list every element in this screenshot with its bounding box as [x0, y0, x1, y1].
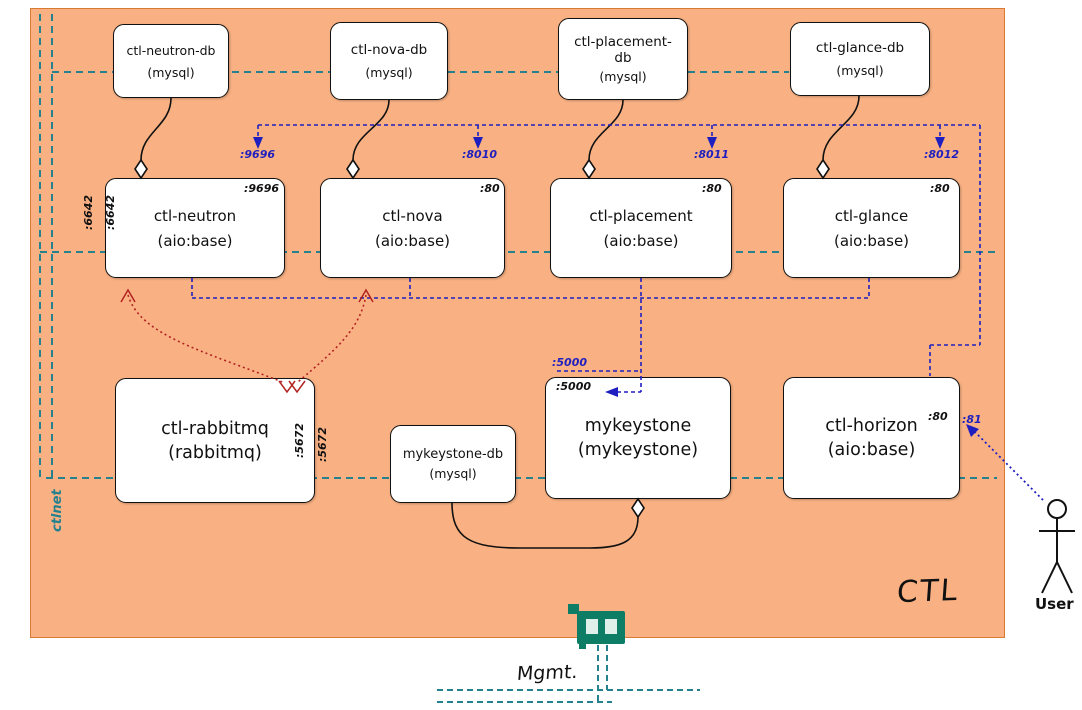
node-ctl-nova-db: ctl-nova-db (mysql) [330, 22, 448, 100]
node-ctl-placement: ctl-placement (aio:base) [550, 178, 732, 278]
user-figure [1039, 499, 1075, 594]
node-title: ctl-horizon [825, 416, 918, 436]
node-subtitle: (aio:base) [827, 440, 916, 460]
port-placement-internal: :80 [702, 182, 722, 195]
port-glance-internal: :80 [930, 182, 950, 195]
node-ctl-nova: ctl-nova (aio:base) [320, 178, 505, 278]
node-subtitle: (aio:base) [374, 231, 451, 250]
node-title: ctl-nova-db [350, 42, 428, 58]
node-subtitle: (mysql) [836, 63, 884, 78]
port-horizon-published: :81 [962, 413, 982, 426]
node-title: mykeystone-db [402, 447, 504, 462]
port-neutron-published: :9696 [240, 148, 276, 161]
port-neutron-ovsdb-internal: :6642 [104, 194, 117, 230]
node-title: ctl-placement-db [574, 34, 672, 66]
node-ctl-horizon: ctl-horizon (aio:base) [783, 377, 960, 499]
node-title: ctl-glance [834, 206, 909, 225]
network-label: ctlnet [50, 489, 65, 532]
node-subtitle: (mysql) [599, 69, 647, 84]
node-subtitle: (aio:base) [603, 231, 679, 250]
node-ctl-neutron: ctl-neutron (aio:base) [105, 178, 285, 278]
ctl-zone [30, 8, 1005, 638]
port-keystone-published: :5000 [552, 356, 588, 369]
node-title: ctl-nova [382, 206, 443, 225]
node-ctl-rabbitmq: ctl-rabbitmq (rabbitmq) [115, 378, 315, 503]
node-title: mykeystone [584, 416, 692, 436]
node-subtitle: (rabbitmq) [168, 442, 262, 463]
port-nova-internal: :80 [480, 182, 500, 195]
port-keystone-internal: :5000 [556, 380, 592, 393]
port-nova-published: :8010 [462, 148, 498, 161]
port-placement-published: :8011 [694, 148, 730, 161]
port-rabbitmq-external: :5672 [316, 426, 329, 462]
port-horizon-internal: :80 [928, 410, 948, 423]
node-subtitle: (mykeystone) [577, 440, 699, 460]
node-title: ctl-rabbitmq [161, 418, 269, 439]
port-neutron-ovsdb-external: :6642 [82, 194, 95, 230]
node-title: ctl-placement [589, 206, 693, 225]
node-ctl-glance: ctl-glance (aio:base) [783, 178, 960, 278]
port-glance-published: :8012 [924, 148, 960, 161]
node-ctl-glance-db: ctl-glance-db (mysql) [790, 22, 930, 96]
zone-label: CTL [895, 572, 961, 611]
node-title: ctl-neutron-db [126, 42, 216, 58]
node-subtitle: (aio:base) [833, 231, 910, 250]
node-title: ctl-neutron [153, 206, 237, 225]
node-subtitle: (mysql) [429, 466, 477, 481]
port-neutron-internal: :9696 [244, 182, 280, 195]
user-label: User [1035, 595, 1074, 613]
node-subtitle: (mysql) [365, 65, 413, 80]
node-mykeystone: mykeystone (mykeystone) [545, 377, 731, 499]
node-subtitle: (mysql) [147, 64, 195, 80]
node-mykeystone-db: mykeystone-db (mysql) [390, 425, 516, 503]
mgmt-label: Mgmt. [516, 660, 579, 686]
port-rabbitmq-internal: :5672 [293, 422, 306, 458]
node-title: ctl-glance-db [815, 40, 905, 56]
node-subtitle: (aio:base) [157, 231, 233, 250]
node-ctl-neutron-db: ctl-neutron-db (mysql) [113, 24, 229, 98]
node-ctl-placement-db: ctl-placement-db (mysql) [558, 18, 688, 100]
